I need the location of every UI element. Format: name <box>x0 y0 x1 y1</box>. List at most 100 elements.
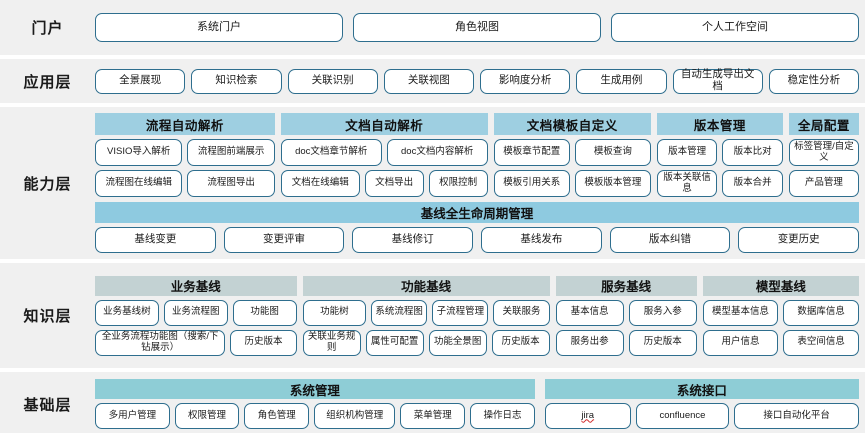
know-item-service-input-params[interactable]: 服务入参 <box>628 299 697 326</box>
know-item-database-info[interactable]: 数据库信息 <box>783 299 859 326</box>
group-row: jira confluence 接口自动化平台 <box>544 403 859 429</box>
know-item-history-version[interactable]: 历史版本 <box>491 329 550 356</box>
found-item-permission-mgmt[interactable]: 权限管理 <box>174 403 240 429</box>
cap-item-tag-management[interactable]: 标签管理/自定义 <box>788 139 859 166</box>
capability-group-version-mgmt: 版本管理 版本管理 版本比对 版本关联信息 版本合并 <box>656 113 783 197</box>
know-item-function-tree[interactable]: 功能树 <box>302 299 367 326</box>
capability-group-global-config: 全局配置 标签管理/自定义 产品管理 <box>788 113 859 197</box>
found-item-operation-log[interactable]: 操作日志 <box>470 403 535 429</box>
baseline-item-revision[interactable]: 基线修订 <box>352 227 474 253</box>
found-item-confluence[interactable]: confluence <box>635 403 730 429</box>
cap-item-template-chapter-config[interactable]: 模板章节配置 <box>493 139 570 166</box>
cap-item-visio-import[interactable]: VISIO导入解析 <box>95 139 183 166</box>
know-item-business-flowchart[interactable]: 业务流程图 <box>163 299 228 326</box>
cap-item-version-management[interactable]: 版本管理 <box>656 139 718 166</box>
cap-item-version-merge[interactable]: 版本合并 <box>722 170 783 197</box>
know-item-tablespace-info[interactable]: 表空间信息 <box>783 329 859 356</box>
know-item-subprocess-mgmt[interactable]: 子流程管理 <box>432 299 489 326</box>
baseline-item-change-history[interactable]: 变更历史 <box>738 227 860 253</box>
cap-item-doc-content-parse[interactable]: doc文档内容解析 <box>386 139 488 166</box>
know-item-business-baseline-tree[interactable]: 业务基线树 <box>95 299 159 326</box>
portal-item-personal-workspace[interactable]: 个人工作空间 <box>611 13 859 42</box>
cap-item-template-query[interactable]: 模板查询 <box>574 139 651 166</box>
capability-group-doc-parsing: 文档自动解析 doc文档章节解析 doc文档内容解析 文档在线编辑 文档导出 权… <box>280 113 488 197</box>
layer-body-portal: 系统门户 角色视图 个人工作空间 <box>95 13 865 42</box>
group-row: 基本信息 服务入参 <box>555 299 697 326</box>
app-item-relation-recognition[interactable]: 关联识别 <box>287 68 378 94</box>
cap-item-flow-export[interactable]: 流程图导出 <box>187 170 275 197</box>
app-item-impact-analysis[interactable]: 影响度分析 <box>480 68 571 94</box>
knowledge-group-model-baseline: 模型基线 模型基本信息 数据库信息 用户信息 表空间信息 <box>702 275 859 356</box>
layer-body-foundation: 系统管理 多用户管理 权限管理 角色管理 组织机构管理 菜单管理 操作日志 系统… <box>95 379 865 429</box>
app-item-generate-cases[interactable]: 生成用例 <box>576 68 667 94</box>
cap-item-doc-export[interactable]: 文档导出 <box>364 170 424 197</box>
found-item-api-automation-platform[interactable]: 接口自动化平台 <box>734 403 859 429</box>
capability-group-process-parsing: 流程自动解析 VISIO导入解析 流程图前端展示 流程图在线编辑 流程图导出 <box>95 113 275 197</box>
group-row: 服务出参 历史版本 <box>555 329 697 356</box>
app-item-stability-analysis[interactable]: 稳定性分析 <box>768 68 859 94</box>
app-item-relation-view[interactable]: 关联视图 <box>383 68 474 94</box>
cap-item-doc-online-edit[interactable]: 文档在线编辑 <box>280 170 360 197</box>
cap-item-version-relation-info[interactable]: 版本关联信息 <box>656 170 718 197</box>
app-item-auto-export-doc[interactable]: 自动生成导出文档 <box>672 68 763 94</box>
know-item-user-info[interactable]: 用户信息 <box>702 329 779 356</box>
group-row: 模板引用关系 模板版本管理 <box>493 170 651 197</box>
cap-item-version-compare[interactable]: 版本比对 <box>722 139 783 166</box>
found-item-menu-mgmt[interactable]: 菜单管理 <box>400 403 466 429</box>
group-row: 标签管理/自定义 <box>788 139 859 166</box>
know-item-configurable-attributes[interactable]: 属性可配置 <box>365 329 424 356</box>
know-item-history-version[interactable]: 历史版本 <box>628 329 697 356</box>
app-item-panorama[interactable]: 全景展现 <box>95 68 186 94</box>
baseline-item-version-correction[interactable]: 版本纠错 <box>609 227 731 253</box>
know-item-model-basic-info[interactable]: 模型基本信息 <box>702 299 779 326</box>
portal-item-role-view[interactable]: 角色视图 <box>353 13 601 42</box>
group-header: 系统管理 <box>95 379 535 399</box>
know-item-service-output-params[interactable]: 服务出参 <box>555 329 624 356</box>
know-item-function-panorama[interactable]: 功能全景图 <box>428 329 487 356</box>
cap-item-flow-online-edit[interactable]: 流程图在线编辑 <box>95 170 183 197</box>
group-header: 业务基线 <box>95 275 297 296</box>
group-header: 功能基线 <box>302 275 550 296</box>
know-item-full-business-flow-function-map[interactable]: 全业务流程功能图（搜索/下钻展示） <box>95 329 226 356</box>
jira-label: jira <box>581 409 595 421</box>
foundation-group-system-management: 系统管理 多用户管理 权限管理 角色管理 组织机构管理 菜单管理 操作日志 <box>95 379 535 429</box>
cap-item-template-version-mgmt[interactable]: 模板版本管理 <box>574 170 651 197</box>
cap-item-permission-control[interactable]: 权限控制 <box>428 170 488 197</box>
know-item-related-business-rule[interactable]: 关联业务规则 <box>302 329 361 356</box>
layer-capability: 能力层 流程自动解析 VISIO导入解析 流程图前端展示 流程图在线编辑 流程图… <box>0 107 865 259</box>
group-row: 业务基线树 业务流程图 功能图 <box>95 299 297 326</box>
layer-label-foundation: 基础层 <box>23 396 72 414</box>
cap-item-product-management[interactable]: 产品管理 <box>788 170 859 197</box>
cap-item-flow-frontend-display[interactable]: 流程图前端展示 <box>187 139 275 166</box>
layer-body-application: 全景展现 知识检索 关联识别 关联视图 影响度分析 生成用例 自动生成导出文档 … <box>95 68 865 94</box>
know-item-system-flowchart[interactable]: 系统流程图 <box>371 299 428 326</box>
foundation-group-system-interface: 系统接口 jira confluence 接口自动化平台 <box>544 379 859 429</box>
found-item-org-structure-mgmt[interactable]: 组织机构管理 <box>314 403 396 429</box>
layer-label-knowledge: 知识层 <box>23 308 72 325</box>
portal-item-system-portal[interactable]: 系统门户 <box>95 13 343 42</box>
found-item-jira[interactable]: jira <box>544 403 631 429</box>
cap-item-template-reference[interactable]: 模板引用关系 <box>493 170 570 197</box>
group-row: 全业务流程功能图（搜索/下钻展示） 历史版本 <box>95 329 297 356</box>
layer-label-application: 应用层 <box>23 73 72 91</box>
group-row: 关联业务规则 属性可配置 功能全景图 历史版本 <box>302 329 550 356</box>
baseline-item-change-review[interactable]: 变更评审 <box>223 227 345 253</box>
layer-body-capability: 流程自动解析 VISIO导入解析 流程图前端展示 流程图在线编辑 流程图导出 文… <box>95 113 865 253</box>
baseline-item-release[interactable]: 基线发布 <box>481 227 602 253</box>
layer-knowledge: 知识层 业务基线 业务基线树 业务流程图 功能图 全业务流程功能图（搜索/下钻展… <box>0 263 865 368</box>
baseline-item-change[interactable]: 基线变更 <box>95 227 216 253</box>
layer-label-capability: 能力层 <box>23 175 72 193</box>
group-header: 全局配置 <box>788 113 859 135</box>
app-item-knowledge-search[interactable]: 知识检索 <box>191 68 282 94</box>
found-item-multi-user-mgmt[interactable]: 多用户管理 <box>95 403 170 429</box>
group-header: 流程自动解析 <box>95 113 275 135</box>
cap-item-doc-chapter-parse[interactable]: doc文档章节解析 <box>280 139 382 166</box>
know-item-history-version[interactable]: 历史版本 <box>230 329 297 356</box>
baseline-lifecycle-header: 基线全生命周期管理 <box>95 202 859 223</box>
know-item-basic-info[interactable]: 基本信息 <box>555 299 624 326</box>
know-item-related-service[interactable]: 关联服务 <box>493 299 550 326</box>
know-item-function-diagram[interactable]: 功能图 <box>232 299 297 326</box>
baseline-lifecycle-row: 基线变更 变更评审 基线修订 基线发布 版本纠错 变更历史 <box>95 227 860 253</box>
found-item-role-mgmt[interactable]: 角色管理 <box>244 403 310 429</box>
